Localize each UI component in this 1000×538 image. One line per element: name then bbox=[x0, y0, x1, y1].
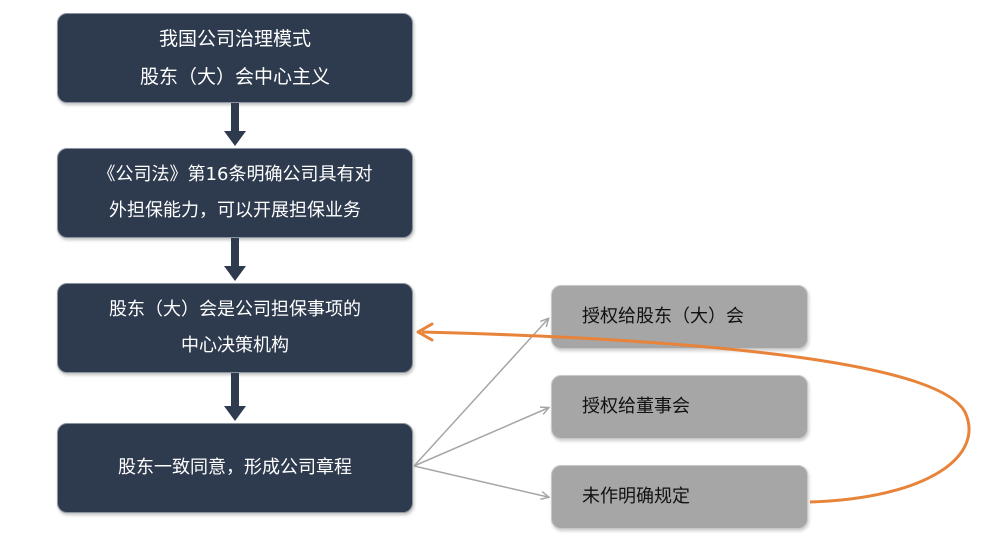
flow-box-company-law: 《公司法》第16条明确公司具有对 外担保能力，可以开展担保业务 bbox=[57, 148, 413, 238]
flow-box-governance-model: 我国公司治理模式 股东（大）会中心主义 bbox=[57, 13, 413, 103]
flow-box-governance-model-line-2: 股东（大）会中心主义 bbox=[139, 66, 330, 88]
flow-box-articles: 股东一致同意，形成公司章程 bbox=[57, 423, 413, 513]
flow-box-decision-body-line-1: 股东（大）会是公司担保事项的 bbox=[109, 299, 361, 320]
fan-arrow-to-unspecified bbox=[413, 465, 548, 497]
flow-box-company-law-line-1: 《公司法》第16条明确公司具有对 bbox=[97, 164, 373, 185]
option-box-unspecified: 未作明确规定 bbox=[551, 465, 808, 529]
flow-box-articles-line-1: 股东一致同意，形成公司章程 bbox=[118, 457, 352, 478]
fan-arrow-to-shareholders bbox=[413, 319, 548, 467]
down-arrow-2 bbox=[224, 238, 246, 281]
down-arrow-1 bbox=[224, 103, 246, 146]
option-box-board-label: 授权给董事会 bbox=[582, 396, 690, 417]
flow-box-governance-model-line-1: 我国公司治理模式 bbox=[158, 28, 311, 50]
down-arrow-3 bbox=[224, 373, 246, 421]
feedback-arrow-head bbox=[416, 322, 434, 342]
option-box-shareholders-label: 授权给股东（大）会 bbox=[582, 306, 744, 327]
option-box-unspecified-label: 未作明确规定 bbox=[582, 486, 690, 507]
option-box-shareholders: 授权给股东（大）会 bbox=[551, 285, 808, 349]
flow-box-decision-body-line-2: 中心决策机构 bbox=[181, 335, 289, 356]
flow-box-company-law-line-2: 外担保能力，可以开展担保业务 bbox=[109, 200, 361, 221]
fan-arrow-to-board bbox=[413, 408, 548, 467]
flow-box-decision-body: 股东（大）会是公司担保事项的 中心决策机构 bbox=[57, 283, 413, 373]
option-box-board: 授权给董事会 bbox=[551, 375, 808, 439]
